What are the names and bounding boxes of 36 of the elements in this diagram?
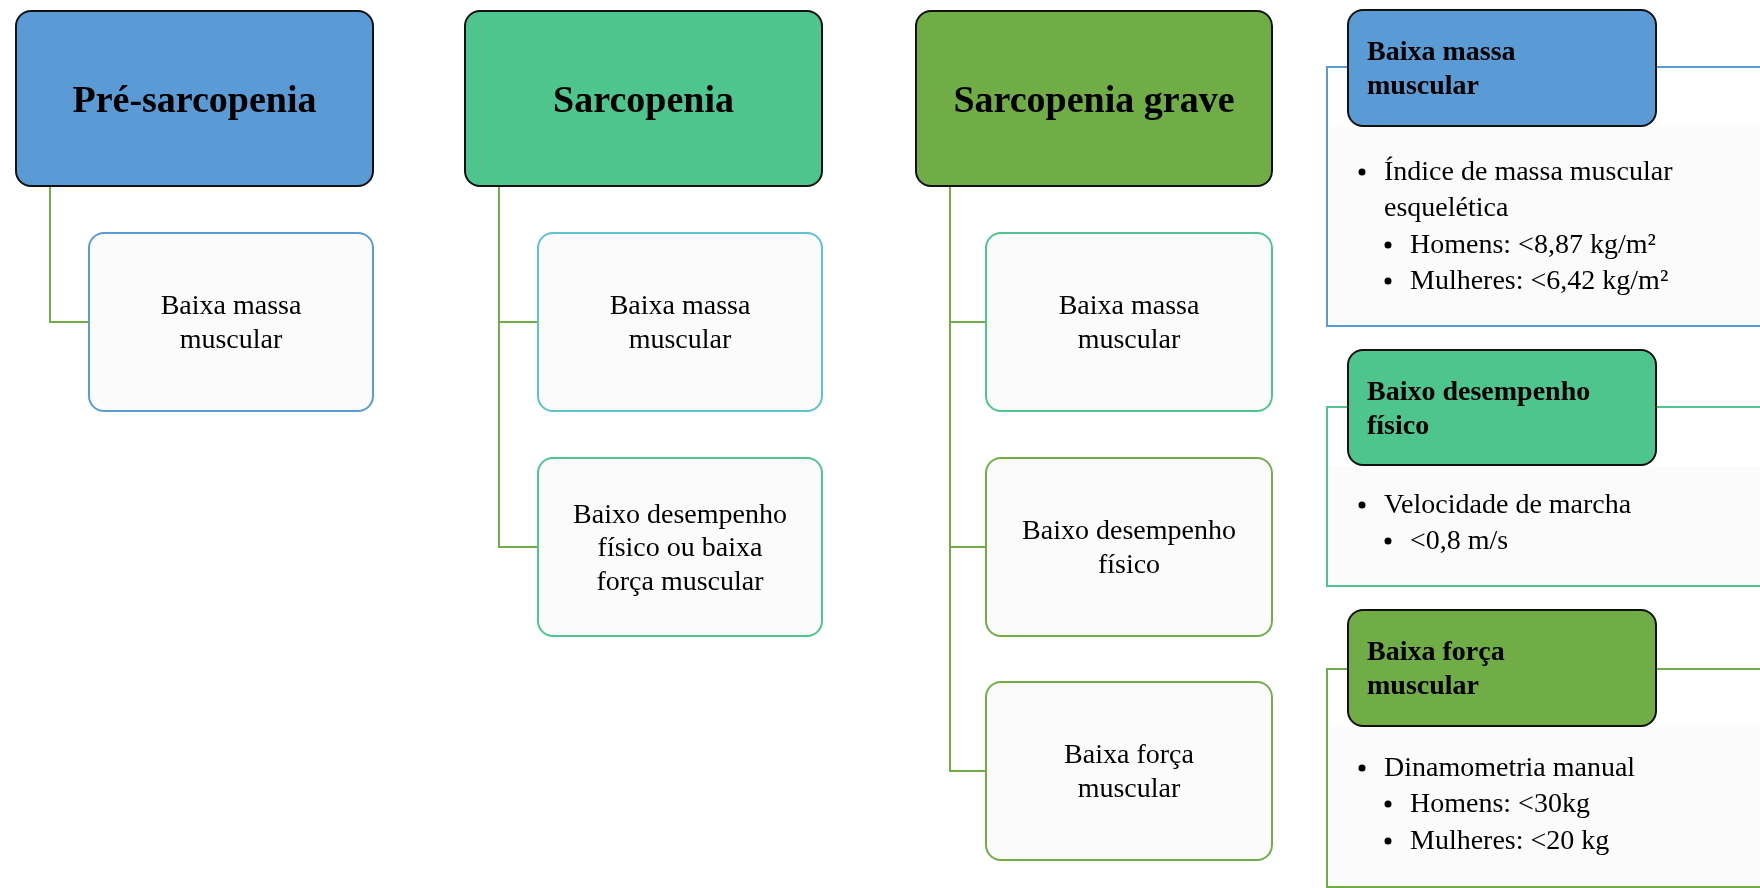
sub-bullet-item: <0,8 m/s [1376,522,1740,559]
header-title: Baixo desempenho físico [1367,373,1592,442]
criterion-header-box [1347,9,1657,127]
criterion-text: Baixa força muscular [1063,737,1195,805]
criterion-text: Baixa massa muscular [1057,288,1201,356]
header-title: Sarcopenia grave [953,76,1235,121]
criterion-box [985,681,1273,861]
criterion-box [88,232,374,412]
header-title: Baixa força muscular [1367,634,1506,702]
criterion-text: Baixa massa muscular [608,288,752,356]
sub-bullet-item: Mulheres: <20 kg [1376,821,1740,859]
criterion-box [537,457,823,637]
criterion-detail-panel [1326,466,1760,587]
header-title: Pré-sarcopenia [72,76,317,121]
sub-bullet-item: Homens: <30kg [1376,785,1740,822]
category-header-box [464,10,823,187]
criterion-header-box [1347,349,1657,466]
criterion-text: Baixa massa muscular [159,288,303,356]
bullet-item: Velocidade de marcha [1350,486,1684,523]
header-title: Baixa massa muscular [1367,34,1517,102]
category-header-box [915,10,1273,187]
criterion-box [537,232,823,412]
bullet-item: Índice de massa muscular esquelética [1350,153,1684,226]
criterion-box [985,457,1273,637]
bullet-item: Dinamometria manual [1350,749,1684,786]
header-title: Sarcopenia [553,76,734,121]
criterion-text: Baixo desempenho físico ou baixa força muscular [572,496,788,598]
sub-bullet-item: Homens: <8,87 kg/m² [1376,225,1740,263]
connector-line [49,186,89,323]
sub-bullet-item: Mulheres: <6,42 kg/m² [1376,262,1740,299]
criterion-detail-panel [1326,727,1760,888]
category-header-box [15,10,374,187]
criterion-text: Baixo desempenho físico [1021,513,1237,581]
criterion-header-box [1347,609,1657,727]
criterion-box [985,232,1273,412]
criterion-detail-panel [1326,127,1760,327]
